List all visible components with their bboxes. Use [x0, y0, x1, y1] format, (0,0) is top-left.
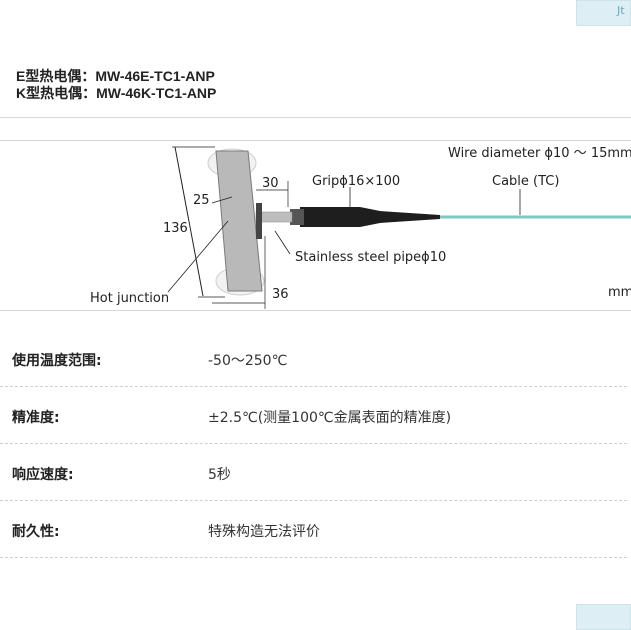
spec-label: 响应速度:: [12, 467, 74, 483]
spec-value: ±2.5℃(测量100℃金属表面的精准度): [208, 410, 452, 426]
spec-label: 精准度:: [12, 410, 60, 426]
dim-25-label: 25: [193, 193, 210, 208]
divider-figure-bottom: [0, 310, 631, 311]
grip-shape: [300, 207, 440, 227]
grip-label: Gripϕ16×100: [312, 174, 400, 189]
dim-136-line: [174, 146, 204, 297]
unit-label: mm: [608, 285, 631, 300]
spec-value: -50～250℃: [208, 353, 288, 369]
sensor-plate: [215, 150, 263, 292]
probe-diagram: Wire diameter ϕ10 ～ 15mm 30 Gripϕ16×100 …: [90, 146, 631, 309]
hot-junction-leader: [167, 220, 229, 293]
divider-figure-top: [0, 140, 631, 141]
plate-bracket: [256, 203, 262, 239]
title-k-type: K型热电偶：MW-46K-TC1-ANP: [16, 85, 217, 101]
divider-top: [0, 117, 631, 118]
dim-36-label: 36: [272, 287, 289, 302]
wire-diameter-label: Wire diameter ϕ10 ～ 15mm: [448, 146, 631, 161]
corner-nav-button-top[interactable]: Jt: [576, 0, 631, 26]
corner-nav-label: Jt: [617, 4, 625, 17]
spec-value: 5秒: [208, 467, 231, 483]
pipe-label: Stainless steel pipeϕ10: [295, 250, 446, 265]
spec-row: 精准度: ±2.5℃(测量100℃金属表面的精准度): [0, 387, 627, 444]
spec-value: 特殊构造无法评价: [208, 524, 320, 540]
spec-row: 响应速度: 5秒: [0, 444, 627, 501]
spec-row: 使用温度范围: -50～250℃: [0, 330, 627, 387]
corner-nav-button-bottom[interactable]: [576, 604, 631, 630]
title-e-type: E型热电偶：MW-46E-TC1-ANP: [16, 68, 215, 84]
dim-25-line: [211, 196, 233, 204]
pipe-leader: [274, 230, 291, 255]
dim-136-label: 136: [163, 221, 188, 236]
spec-label: 使用温度范围:: [12, 353, 102, 369]
spec-label: 耐久性:: [12, 524, 60, 540]
product-titles: E型热电偶：MW-46E-TC1-ANP K型热电偶：MW-46K-TC1-AN…: [16, 68, 216, 102]
dim-30-label: 30: [262, 176, 279, 191]
grip-collar: [290, 209, 304, 225]
cable-label: Cable (TC): [492, 174, 559, 189]
spec-table: 使用温度范围: -50～250℃ 精准度: ±2.5℃(测量100℃金属表面的精…: [0, 330, 631, 558]
spec-row: 耐久性: 特殊构造无法评价: [0, 501, 627, 558]
hot-junction-label: Hot junction: [90, 291, 169, 306]
